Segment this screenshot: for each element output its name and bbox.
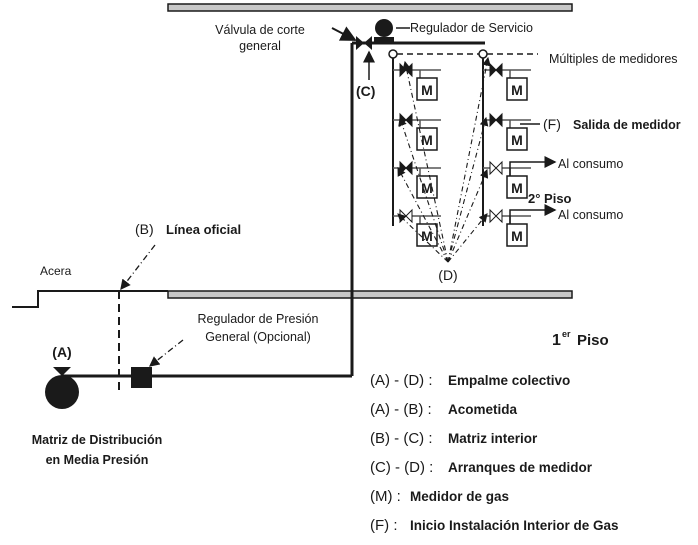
label-matriz-2: en Media Presión: [46, 453, 149, 467]
legend-item: (A) - (B) : Acometida: [370, 401, 518, 418]
consumption-outlet-arrow: [509, 204, 557, 224]
gas-meter-label: M: [421, 82, 433, 98]
meter-branch: M: [393, 208, 441, 247]
legend-code: (A) - (B) :: [370, 401, 432, 418]
gas-meter-box: [506, 77, 528, 101]
legend-text: Arranques de medidor: [448, 460, 593, 475]
label-matriz-1: Matriz de Distribución: [32, 433, 163, 447]
primer-piso-num: 1: [552, 332, 561, 349]
meter-valve-icon: [489, 62, 503, 78]
legend: (A) - (D) : Empalme colectivo (A) - (B) : A…: [370, 372, 619, 534]
legend-text: Medidor de gas: [410, 489, 509, 504]
label-point-c: (C): [356, 83, 375, 99]
gas-meter-label: M: [511, 180, 523, 196]
label-point-d: (D): [438, 267, 457, 283]
label-acera: Acera: [40, 264, 72, 278]
gas-meter-label: M: [421, 132, 433, 148]
meter-branch: M: [483, 160, 531, 199]
label-al-consumo-2: Al consumo: [558, 208, 623, 222]
upper-floor-slab: [167, 3, 573, 12]
legend-text: Inicio Instalación Interior de Gas: [410, 518, 619, 533]
d-leader-line: [447, 213, 488, 263]
label-primer-piso: 1 er Piso: [552, 329, 609, 349]
legend-code: (F) :: [370, 517, 398, 534]
service-regulator-icon: [374, 19, 394, 43]
d-leader-line: [447, 168, 489, 263]
gas-meter-box: [416, 77, 438, 101]
label-linea-oficial: Línea oficial: [166, 222, 241, 237]
gas-meter-label: M: [511, 132, 523, 148]
legend-item: (M) : Medidor de gas: [370, 488, 509, 505]
d-leader-line: [402, 60, 449, 263]
gas-meter-label: M: [511, 82, 523, 98]
label-al-consumo-1: Al consumo: [558, 157, 623, 171]
label-regulador-servicio: Regulador de Servicio: [410, 21, 533, 35]
gas-meter-label: M: [511, 228, 523, 244]
gas-meter-box: [506, 175, 528, 199]
gas-meter-box: [506, 223, 528, 247]
consumption-outlet-arrow: [509, 156, 557, 176]
label-point-b: (B): [135, 221, 154, 237]
label-point-a: (A): [52, 344, 71, 360]
distribution-matrix-icon: [45, 367, 79, 409]
label-valvula-corte-2: general: [239, 39, 281, 53]
pressure-regulator-icon: [131, 367, 152, 388]
meter-valve-icon: [489, 112, 503, 128]
label-f-tag: (F): [543, 116, 561, 132]
cut-valve-icon: [356, 36, 372, 50]
legend-text: Empalme colectivo: [448, 373, 570, 388]
legend-text: Acometida: [448, 402, 518, 417]
manifold-node-left: [388, 49, 398, 59]
label-valvula-corte-1: Válvula de corte: [215, 23, 305, 37]
primer-piso-word: Piso: [577, 332, 609, 349]
d-leader-group: [397, 56, 491, 263]
legend-code: (A) - (D) :: [370, 372, 432, 389]
meter-valve-icon: [399, 160, 413, 176]
sidewalk-profile: [12, 290, 168, 308]
legend-code: (C) - (D) :: [370, 459, 433, 476]
meter-valve-icon: [399, 208, 413, 224]
leader-b: [120, 244, 156, 291]
legend-item: (C) - (D) : Arranques de medidor: [370, 459, 593, 476]
d-leader-line: [398, 116, 449, 263]
meter-branch: M: [483, 208, 531, 247]
legend-item: (F) : Inicio Instalación Interior de Gas: [370, 517, 619, 534]
meter-branch: M: [483, 112, 531, 151]
gas-meter-box: [416, 223, 438, 247]
legend-code: (B) - (C) :: [370, 430, 432, 447]
legend-code: (M) :: [370, 488, 401, 505]
first-floor-slab: [167, 290, 573, 299]
label-regulador-presion-2: General (Opcional): [205, 330, 311, 344]
meter-group: M M M M M M M M: [393, 62, 557, 247]
label-multiples-medidores: Múltiples de medidores: [549, 52, 678, 66]
gas-meter-box: [506, 127, 528, 151]
leader-pressure-regulator: [148, 339, 184, 367]
label-salida-medidor: Salida de medidor: [573, 118, 681, 132]
leader-cut-valve: [331, 26, 357, 41]
d-leader-line: [397, 167, 449, 263]
d-leader-line: [447, 116, 489, 263]
gas-meter-box: [416, 175, 438, 199]
manifold-node-right: [478, 49, 488, 59]
label-segundo-piso: 2° Piso: [528, 191, 572, 206]
legend-item: (A) - (D) : Empalme colectivo: [370, 372, 570, 389]
label-regulador-presion-1: Regulador de Presión: [198, 312, 319, 326]
meter-branch: M: [483, 62, 531, 101]
legend-item: (B) - (C) : Matriz interior: [370, 430, 538, 447]
meter-valve-icon: [489, 160, 503, 176]
gas-meter-label: M: [421, 180, 433, 196]
meter-valve-icon: [489, 208, 503, 224]
meter-branch: M: [393, 62, 441, 101]
legend-text: Matriz interior: [448, 431, 538, 446]
gas-meter-label: M: [421, 228, 433, 244]
primer-piso-sup: er: [562, 329, 571, 339]
gas-meter-box: [416, 127, 438, 151]
